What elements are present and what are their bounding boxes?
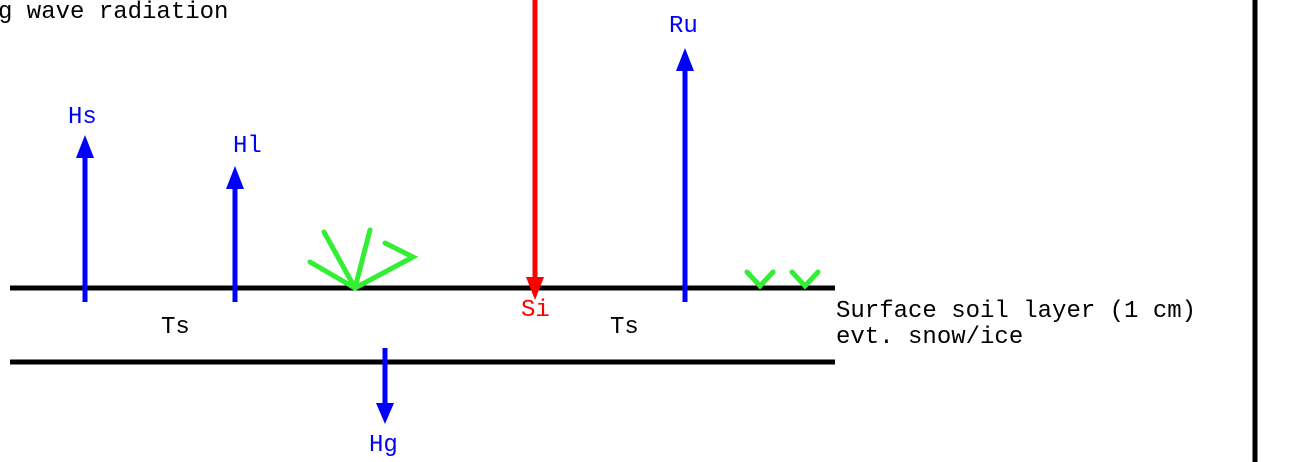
si-label: Si — [521, 297, 550, 324]
grass-tuft-icon — [307, 227, 419, 291]
hl-arrow — [226, 166, 244, 302]
ru-arrow — [676, 48, 694, 302]
ts-left-label: Ts — [161, 314, 190, 341]
surface-layer-label-line2: evt. snow/ice — [836, 324, 1023, 351]
ru-label: Ru — [669, 13, 698, 40]
hg-arrow — [376, 348, 394, 424]
hs-arrow — [76, 135, 94, 302]
surface-layer-label-line1: Surface soil layer (1 cm) — [836, 298, 1196, 325]
hs-label: Hs — [68, 104, 97, 131]
hg-label: Hg — [369, 432, 398, 459]
hl-label: Hl — [233, 133, 262, 160]
ts-right-label: Ts — [610, 314, 639, 341]
si-arrow — [526, 0, 544, 300]
top-radiation-label: g wave radiation — [0, 0, 228, 26]
grass-sprouts-icon — [744, 269, 821, 290]
